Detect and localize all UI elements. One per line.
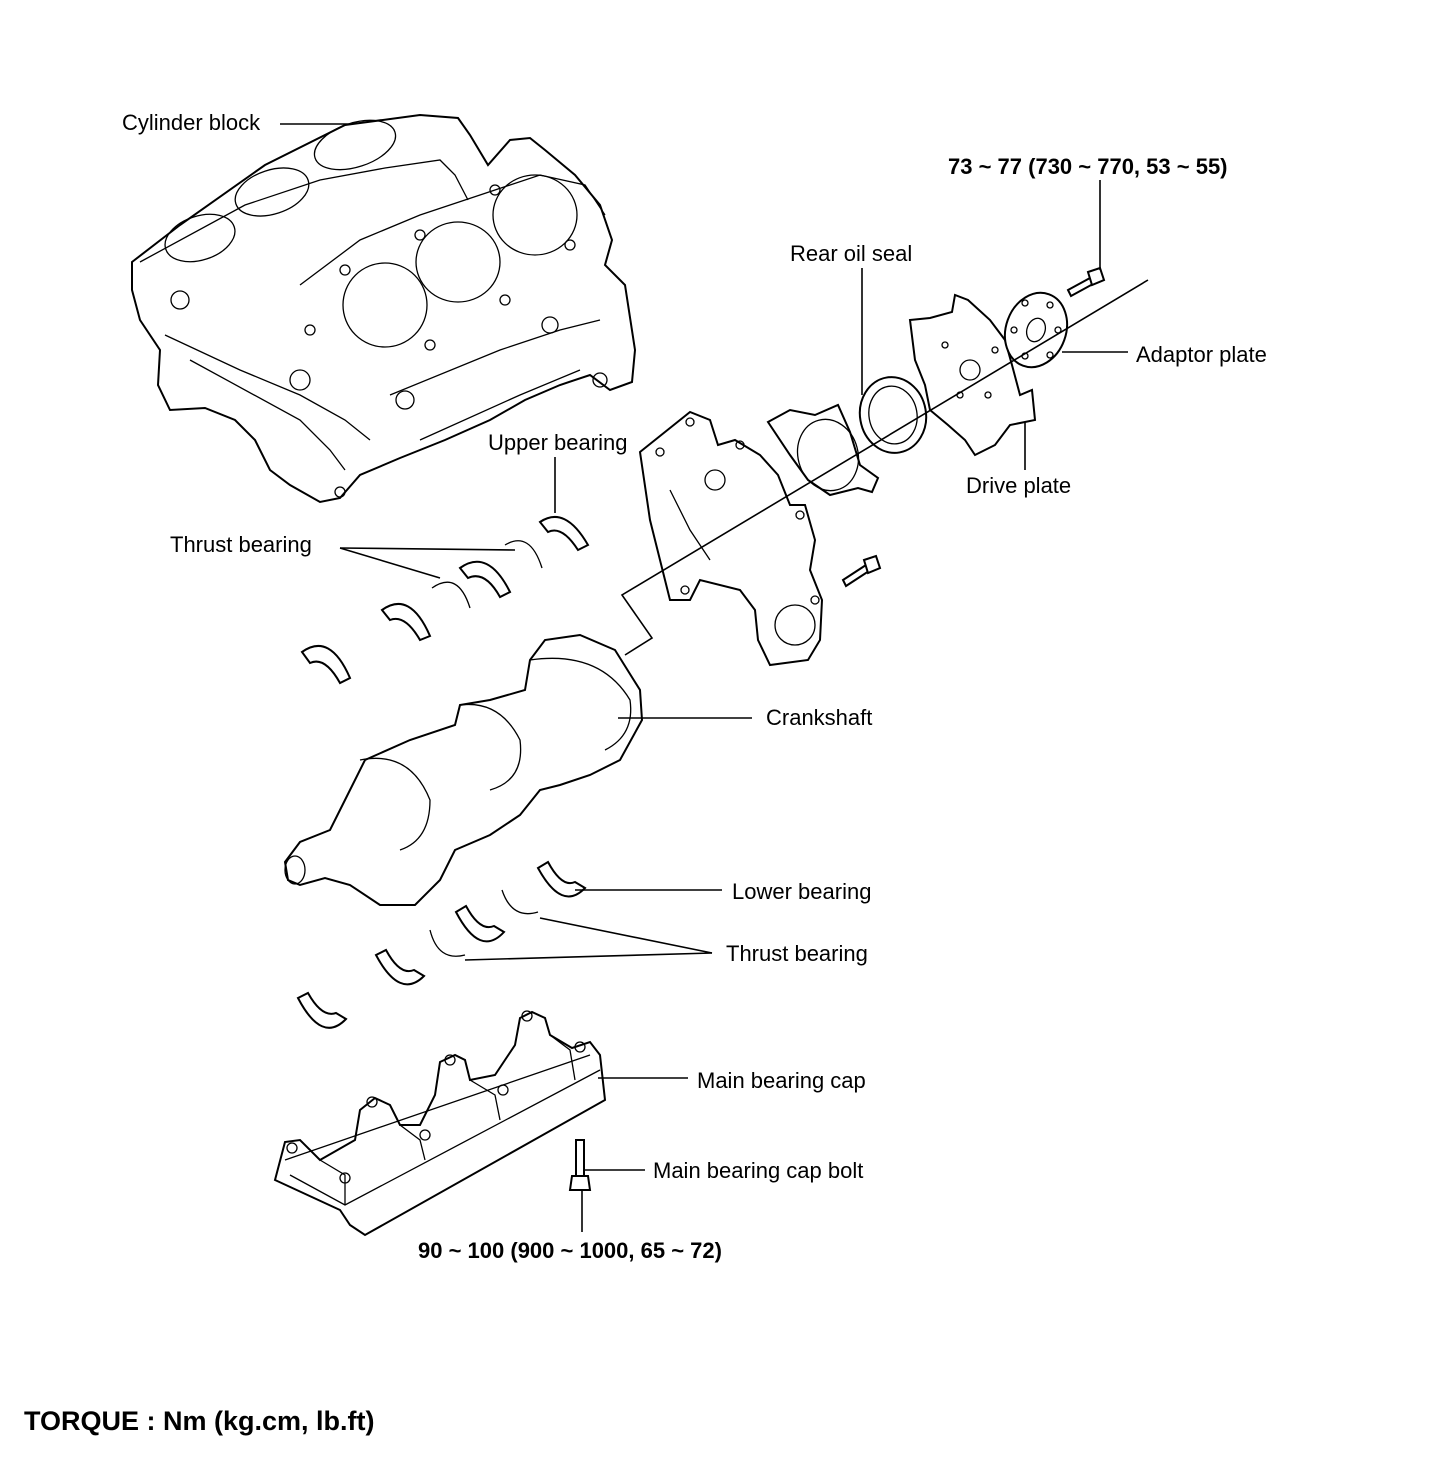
- label-cylinder-block: Cylinder block: [122, 110, 261, 135]
- main-bearing-cap-drawing: [273, 1010, 607, 1237]
- label-drive-plate: Drive plate: [966, 473, 1072, 498]
- label-adaptor-plate: Adaptor plate: [1136, 342, 1267, 367]
- drive-plate-bolt-drawing: [1066, 266, 1106, 298]
- label-main-bearing-cap: Main bearing cap: [697, 1068, 866, 1093]
- rear-plate-drawing: [638, 410, 824, 667]
- rear-oil-seal-drawing: [858, 376, 928, 454]
- adaptor-plate-drawing: [1003, 291, 1069, 369]
- torque-main-bearing-cap-bolt: 90 ~ 100 (900 ~ 1000, 65 ~ 72): [418, 1238, 722, 1263]
- label-upper-bearing: Upper bearing: [488, 430, 628, 455]
- cylinder-block-drawing: [131, 113, 637, 504]
- torque-drive-plate-bolt: 73 ~ 77 (730 ~ 770, 53 ~ 55): [948, 154, 1228, 179]
- leader-lines: [280, 123, 1128, 1232]
- main-bearing-cap-bolt-drawing: [568, 1139, 592, 1191]
- rear-oil-seal-housing-drawing: [766, 403, 880, 497]
- lower-bearing-shells: [296, 860, 587, 1029]
- label-thrust-bearing-lower: Thrust bearing: [726, 941, 868, 966]
- crankshaft-centerline: [620, 279, 1149, 656]
- rear-plate-bolt-drawing: [841, 554, 882, 588]
- drive-plate-drawing: [908, 293, 1037, 457]
- upper-bearing-shells: [300, 516, 590, 685]
- torque-unit-note: TORQUE : Nm (kg.cm, lb.ft): [24, 1406, 375, 1436]
- label-rear-oil-seal: Rear oil seal: [790, 241, 913, 266]
- crankshaft-drawing: [283, 633, 644, 906]
- label-lower-bearing: Lower bearing: [732, 879, 872, 904]
- label-crankshaft: Crankshaft: [766, 705, 873, 730]
- label-main-bearing-cap-bolt: Main bearing cap bolt: [653, 1158, 864, 1183]
- label-thrust-bearing-upper: Thrust bearing: [170, 532, 312, 557]
